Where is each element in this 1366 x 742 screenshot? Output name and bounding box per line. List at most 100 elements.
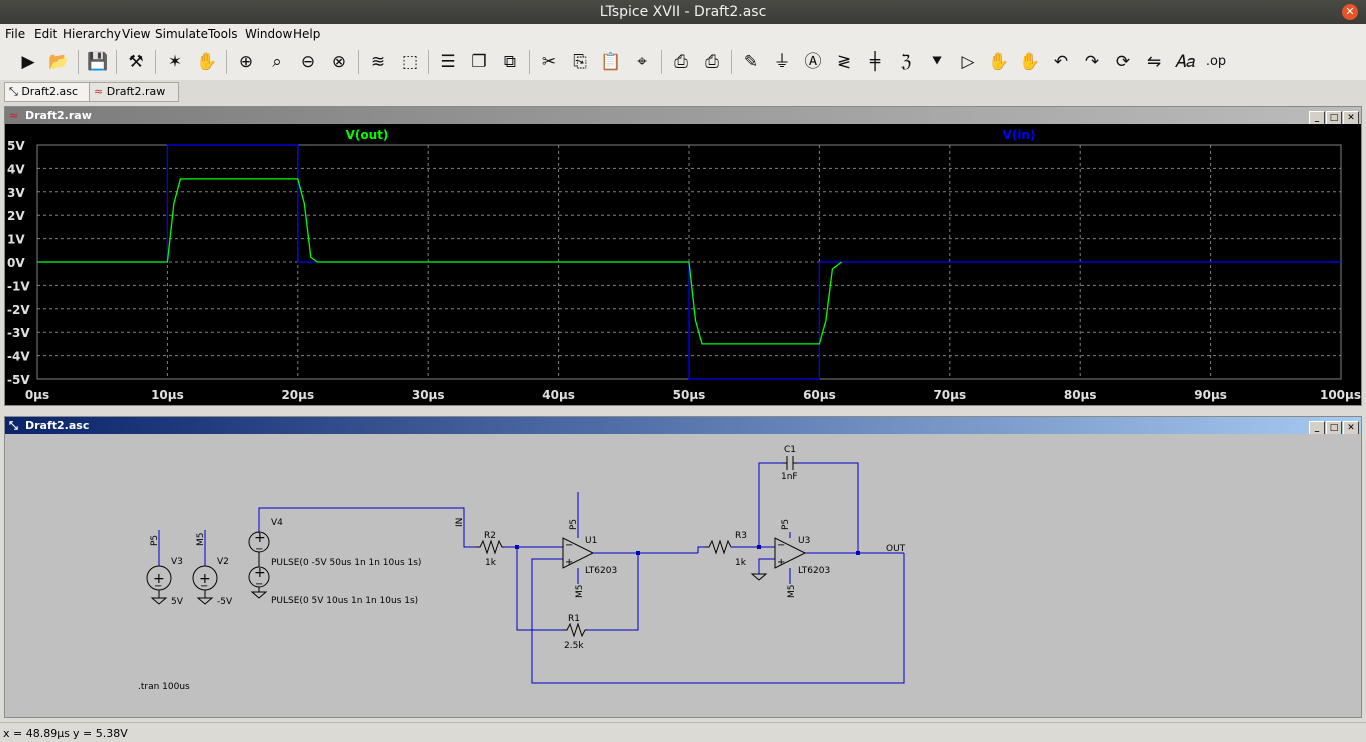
tile-horizontal-icon[interactable]: ☰ (440, 52, 456, 72)
toolbar-separator (731, 50, 732, 74)
x-tick-label: 90µs (1194, 388, 1227, 402)
c1-label: C1 (784, 445, 796, 455)
plot-window-title-bar[interactable]: ≈ Draft2.raw _□✕ (5, 107, 1361, 126)
waveform-window-icon: ≈ (9, 109, 19, 122)
menu-file[interactable]: File (5, 27, 26, 41)
tab-draft2-asc[interactable]: ⤡ Draft2.asc (4, 82, 92, 102)
print-setup-icon[interactable]: ⎙ (674, 52, 688, 72)
run-trace-icon[interactable]: ✶ (167, 52, 183, 72)
menu-help[interactable]: Help (293, 27, 321, 41)
toolbar-separator (78, 50, 79, 74)
undo-icon[interactable]: ↶ (1053, 52, 1069, 72)
toolbar-separator (661, 50, 662, 74)
spice-directive-icon[interactable]: .op (1205, 54, 1227, 69)
schematic-junctions (515, 545, 860, 555)
tran-directive: .tran 100us (138, 682, 190, 692)
schematic-canvas[interactable]: +− +− +− +− −+ −+ C1 1nF V4 V3 V2 P5 M5 … (5, 434, 1361, 717)
c1-value: 1nF (781, 472, 798, 482)
y-tick-label: -5V (7, 373, 30, 387)
r1-value: 2.5k (564, 641, 584, 651)
zoom-in-icon[interactable]: ⊕ (238, 52, 254, 72)
toolbar-separator (428, 50, 429, 74)
print-icon[interactable]: ⎙ (705, 52, 719, 72)
u3-p5-label: P5 (781, 519, 791, 530)
menu-hierarchy[interactable]: Hierarchy (63, 27, 122, 41)
menu-view[interactable]: View (122, 27, 151, 41)
schematic-components (146, 456, 807, 638)
close-window-icon[interactable]: ✕ (1342, 4, 1358, 20)
v3-label: V3 (171, 557, 183, 567)
rotate-icon[interactable]: ⟳ (1115, 52, 1131, 72)
schematic-wires (158, 462, 905, 684)
x-tick-label: 50µs (673, 388, 706, 402)
save-icon[interactable]: 💾 (87, 52, 109, 72)
x-tick-label: 0µs (25, 388, 49, 402)
trace-v-out (37, 178, 842, 345)
u3-m5-label: M5 (787, 585, 797, 599)
menu-window[interactable]: Window (245, 27, 293, 41)
schematic-window-title-bar[interactable]: ⤡ Draft2.asc _□✕ (5, 417, 1361, 436)
x-tick-label: 70µs (933, 388, 966, 402)
schematic-drawing: +− +− +− +− −+ −+ C1 1nF V4 V3 V2 P5 M5 … (138, 445, 906, 692)
schematic-window-icon: ⤡ (9, 419, 18, 432)
toolbar: ▶ 📂 💾 ⚒ ✶ ✋ ⊕ ⌕ ⊖ ⊗ ≋ ⬚ ☰ ❐ ⧉ ✂ ⎘ 📋 ⌖ ⎙ … (0, 44, 1366, 81)
tab-draft2-raw[interactable]: ≈ Draft2.raw (89, 82, 179, 102)
cascade-icon[interactable]: ❐ (471, 52, 487, 72)
waveform-icon[interactable]: ⬚ (401, 52, 419, 72)
zoom-out-icon[interactable]: ⊖ (300, 52, 316, 72)
control-panel-icon[interactable]: ⚒ (128, 52, 144, 72)
schematic-window: ⤡ Draft2.asc _□✕ (4, 416, 1362, 718)
find-icon[interactable]: ⌖ (637, 52, 647, 72)
redo-icon[interactable]: ↷ (1084, 52, 1100, 72)
v3-value: 5V (171, 597, 184, 607)
in-net-label: IN (455, 518, 465, 527)
run-icon[interactable]: ▶ (21, 52, 35, 72)
menu-simulate[interactable]: Simulate (155, 27, 209, 41)
mirror-icon[interactable]: ⇋ (1146, 52, 1162, 72)
minimize-button[interactable]: _ (1309, 421, 1325, 436)
menu-edit[interactable]: Edit (34, 27, 58, 41)
menu-tools[interactable]: Tools (208, 27, 238, 41)
schematic-labels: C1 1nF V4 V3 V2 P5 M5 5V -5V PULSE(0 -5V… (138, 445, 906, 692)
tile-vertical-icon[interactable]: ⧉ (503, 52, 517, 72)
x-tick-label: 60µs (803, 388, 836, 402)
svg-text:−: − (777, 540, 785, 551)
paste-icon[interactable]: 📋 (600, 52, 622, 72)
y-tick-label: 4V (7, 162, 25, 176)
drag-icon[interactable]: ✋ (1019, 52, 1041, 72)
autorange-icon[interactable]: ≋ (370, 52, 386, 72)
svg-text:+: + (199, 571, 211, 587)
y-tick-label: 1V (7, 233, 25, 247)
toolbar-separator (529, 50, 530, 74)
capacitor-icon[interactable]: ╪ (869, 52, 881, 72)
y-tick-label: -1V (7, 279, 30, 293)
x-tick-label: 100µs (1320, 388, 1361, 402)
cut-icon[interactable]: ✂ (541, 52, 557, 72)
maximize-button[interactable]: □ (1326, 111, 1342, 126)
u3-label: U3 (798, 536, 810, 546)
u1-m5-label: M5 (575, 585, 585, 599)
open-icon[interactable]: 📂 (48, 52, 70, 72)
label-net-icon[interactable]: Ⓐ (804, 52, 822, 72)
y-tick-label: 2V (7, 209, 25, 223)
halt-icon[interactable]: ✋ (196, 52, 218, 72)
y-tick-label: 0V (7, 256, 25, 270)
text-icon[interactable]: 𝐴𝑎 (1174, 52, 1196, 72)
ground-icon[interactable]: ⏚ (773, 52, 791, 72)
diode-icon[interactable]: ⯆ (930, 52, 944, 72)
schematic-window-title: Draft2.asc (25, 419, 90, 432)
move-icon[interactable]: ✋ (988, 52, 1010, 72)
wire-icon[interactable]: ✎ (743, 52, 759, 72)
zoom-area-icon[interactable]: ⌕ (272, 52, 282, 72)
resistor-icon[interactable]: ≷ (836, 52, 852, 72)
schematic-tab-icon: ⤡ (9, 85, 18, 98)
copy-icon[interactable]: ⎘ (573, 52, 587, 72)
r2-label: R2 (484, 531, 496, 541)
component-icon[interactable]: ▷ (961, 52, 975, 72)
legend-v-in: V(in) (1003, 128, 1036, 142)
inductor-icon[interactable]: ℨ (900, 52, 912, 72)
u1-part: LT6203 (585, 566, 617, 576)
zoom-fit-icon[interactable]: ⊗ (331, 52, 347, 72)
